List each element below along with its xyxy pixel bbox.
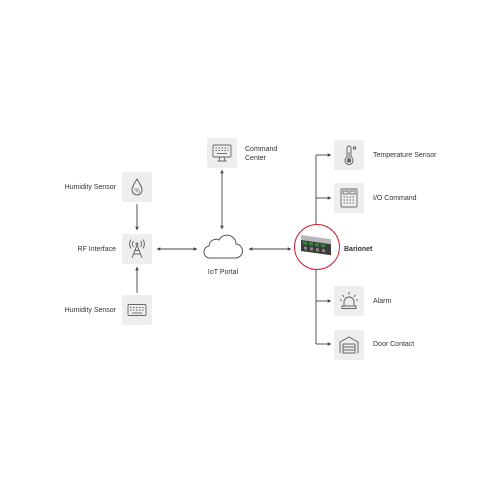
- alarm-box: [334, 286, 364, 316]
- humidity-sensor-top-label: Humidity Sensor: [64, 184, 116, 191]
- cloud-icon: [203, 234, 243, 259]
- iot-portal-label: IoT Portal: [207, 269, 239, 276]
- alarm-label: Alarm: [373, 298, 392, 305]
- io-command-box: [334, 183, 364, 213]
- barionet-label: Barionet: [344, 246, 373, 253]
- droplet-icon: %: [131, 178, 143, 196]
- antenna-icon: [129, 239, 145, 259]
- io-command-label: I/O Command: [373, 195, 417, 202]
- keypad-icon: [340, 188, 358, 208]
- thermometer-icon: [344, 145, 357, 165]
- monitor-icon: [212, 144, 232, 162]
- rf-interface-box: [122, 234, 152, 264]
- door-contact-label: Door Contact: [373, 341, 415, 348]
- temperature-sensor-box: [334, 140, 364, 170]
- barionet-device-icon: [301, 235, 331, 256]
- keyboard-icon: [127, 304, 147, 316]
- temperature-sensor-label: Temperature Sensor: [373, 152, 437, 159]
- humidity-sensor-top-box: %: [122, 172, 152, 202]
- humidity-sensor-bottom-label: Humidity Sensor: [64, 307, 116, 314]
- rf-interface-label: RF Interface: [77, 246, 116, 253]
- command-center-label: Command Center: [245, 145, 277, 163]
- siren-icon: [340, 292, 358, 309]
- command-center-box: [207, 138, 237, 168]
- barionet-highlight-circle: [294, 224, 340, 270]
- door-contact-box: [334, 330, 364, 360]
- command-center-label-line2: Center: [245, 155, 267, 162]
- command-center-label-line1: Command: [245, 146, 278, 153]
- garage-door-icon: [339, 336, 359, 354]
- humidity-sensor-bottom-box: [122, 295, 152, 325]
- svg-text:%: %: [134, 189, 140, 195]
